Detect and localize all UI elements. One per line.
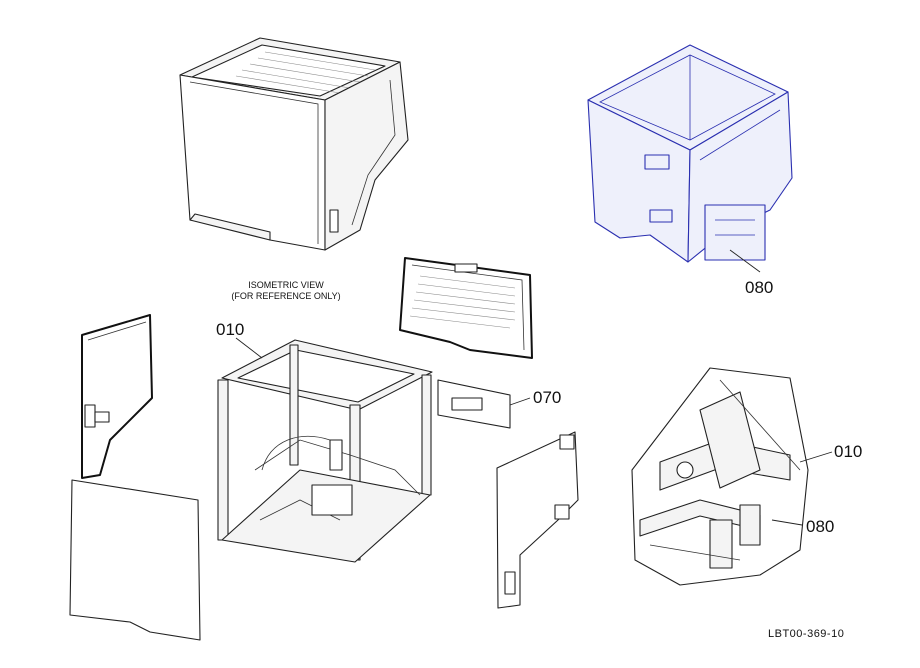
callout-010-main: 010 <box>216 320 244 339</box>
front-windshield <box>69 479 201 641</box>
rear-window-glass <box>399 257 533 359</box>
bracket-panel-070 <box>437 379 511 429</box>
isometric-cab-view <box>179 37 409 251</box>
leader-010-detail <box>799 451 833 463</box>
cab-frame <box>217 339 433 563</box>
left-door-glass <box>81 314 153 479</box>
roof-hatch-grill <box>235 51 376 94</box>
leader-080-detail <box>771 519 803 526</box>
leader-080-top <box>729 249 761 273</box>
leader-010-main <box>235 337 263 359</box>
detail-view <box>631 367 809 586</box>
isometric-view-subtitle: (FOR REFERENCE ONLY) <box>231 291 340 301</box>
isometric-view-title: ISOMETRIC VIEW <box>248 280 324 290</box>
reference-code: LBT00-369-10 <box>768 628 844 640</box>
callout-080-top: 080 <box>745 278 773 297</box>
rear-window-grill <box>409 275 516 329</box>
leader-070 <box>509 397 531 406</box>
callout-070: 070 <box>533 388 561 407</box>
callout-010-detail: 010 <box>834 442 862 461</box>
highlighted-cab-view <box>587 44 793 263</box>
callout-080-detail: 080 <box>806 517 834 536</box>
right-door-glass <box>496 431 579 609</box>
